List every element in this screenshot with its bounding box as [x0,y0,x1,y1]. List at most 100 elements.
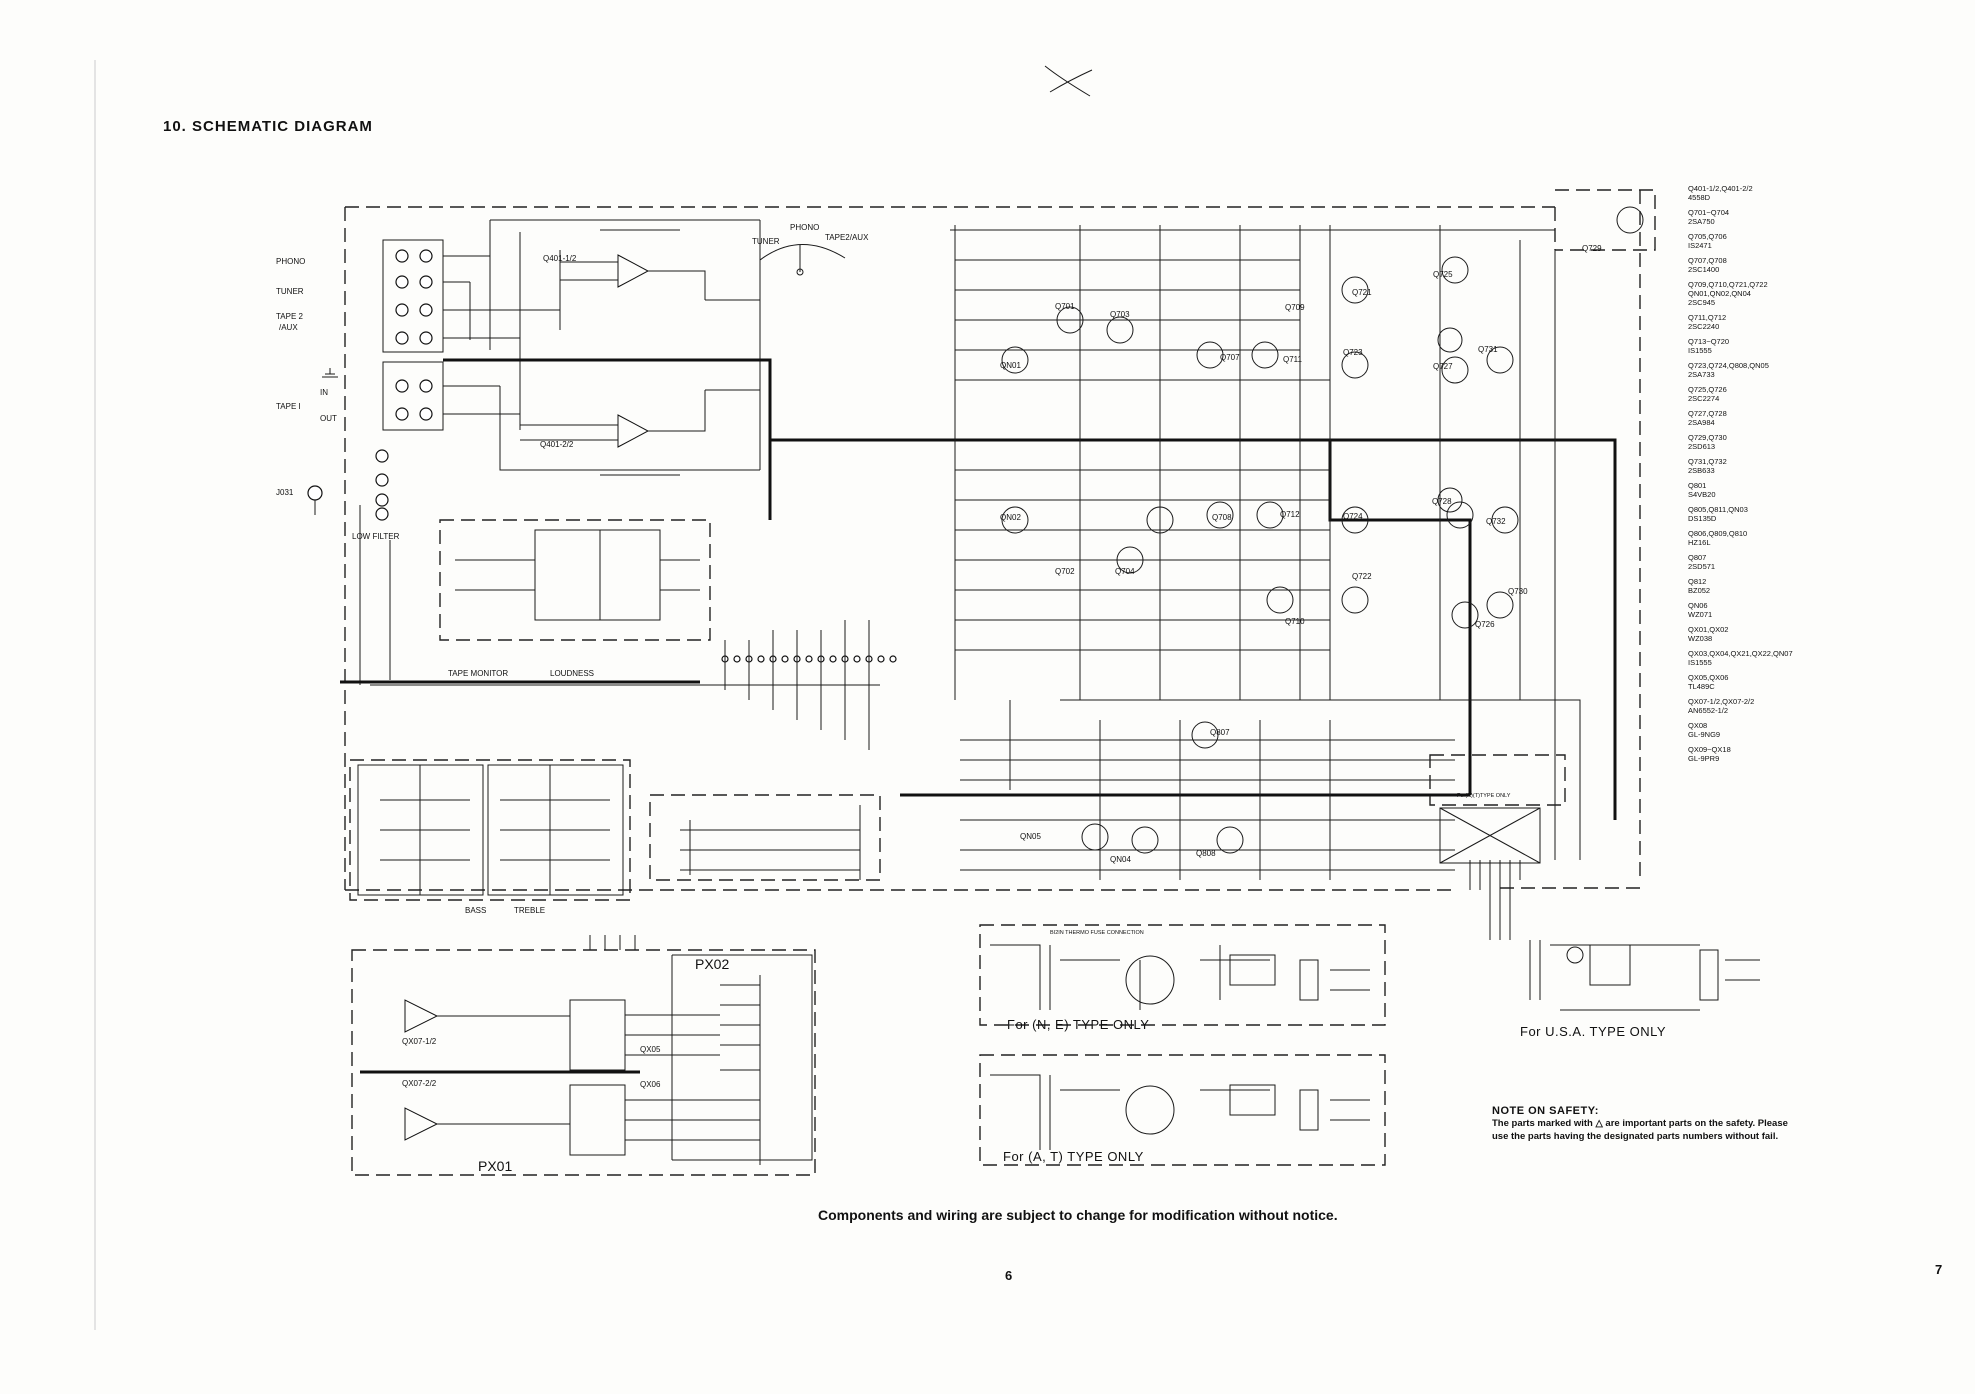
parts-list-line: 2SC945 [1688,298,1716,307]
page-title: 10. SCHEMATIC DIAGRAM [163,118,373,135]
transistor-symbols [1001,206,1644,854]
parts-list-line: Q731,Q732 [1688,457,1727,466]
transistor-label: Q729 [1582,244,1602,253]
transistor-label: Q710 [1285,617,1305,626]
transistor-label: Q807 [1210,728,1230,737]
block-label-qx07-2: QX07-2/2 [402,1079,437,1088]
jack-label-j031: J031 [276,488,294,497]
parts-list-line: WZ071 [1688,610,1713,619]
phone-pin-icon [375,449,389,463]
parts-list-line: GL-9PR9 [1688,754,1720,763]
block-label-treble: TREBLE [514,906,546,915]
transistor-label: Q707 [1220,353,1240,362]
tone-control-board [349,759,631,901]
parts-list-line: AN6552-1/2 [1688,706,1729,715]
block-label-tape-monitor: TAPE MONITOR [448,669,509,678]
safety-note-body: The parts marked with △ are important pa… [1492,1118,1788,1142]
ground-icon [322,368,338,378]
block-label-q401-1: Q401-1/2 [543,254,577,263]
parts-list-line: IS2471 [1688,241,1712,250]
transistor-label: Q724 [1343,512,1363,521]
parts-list-line: 2SD613 [1688,442,1716,451]
modification-notice: Components and wiring are subject to cha… [818,1207,1338,1223]
parts-list-line: Q723,Q724,Q808,QN05 [1688,361,1769,370]
parts-list-line: GL-9NG9 [1688,730,1721,739]
parts-list-line: Q401-1/2,Q401-2/2 [1688,184,1753,193]
transistor-label: Q728 [1432,497,1452,506]
input-label-tuner: TUNER [276,287,304,296]
transistor-label: Q726 [1475,620,1495,629]
type-label-usa: For U.S.A. TYPE ONLY [1520,1024,1667,1039]
parts-list-line: Q801 [1688,481,1707,490]
power-amp-section [950,225,1581,860]
low-filter-label: LOW FILTER [352,532,400,541]
usa-type-power-box [1489,860,1760,1011]
block-label-qx05: QX05 [640,1045,661,1054]
selector-label-phono: PHONO [790,223,820,232]
parts-list-line: QN01,QN02,QN04 [1688,289,1751,298]
input-label-out: OUT [320,414,337,423]
transistor-label: QN05 [1020,832,1041,841]
parts-list-line: 2SC2240 [1688,322,1720,331]
tape-monitor-loudness-block [359,505,880,686]
transistor-label: Q702 [1055,567,1075,576]
parts-list-line: Q707,Q708 [1688,256,1727,265]
transistor-label: Q701 [1055,302,1075,311]
parts-list-line: Q725,Q726 [1688,385,1727,394]
block-label-qx07-1: QX07-1/2 [402,1037,437,1046]
parts-list-line: HZ16L [1688,538,1711,547]
parts-list-line: BZ052 [1688,586,1711,595]
parts-list-line: Q729,Q730 [1688,433,1727,442]
parts-list-line: QX05,QX06 [1688,673,1729,682]
transistor-label: QN01 [1000,361,1021,370]
headphone-block [649,794,881,881]
phono-eq-block [469,219,761,476]
parts-list-line: QX08 [1688,721,1708,730]
transistor-label: Q732 [1486,517,1506,526]
phone-pin-icon [375,493,389,507]
parts-list-line: 2SC1400 [1688,265,1720,274]
phone-pin-icon [375,507,389,521]
connector-pin-row [721,620,897,750]
type-label-ne: For (N, E) TYPE ONLY [1007,1017,1150,1032]
board-label-px01: PX01 [478,1158,513,1174]
safety-note: NOTE ON SAFETY: The parts marked with △ … [1492,1105,1792,1143]
transistor-label: Q722 [1352,572,1372,581]
transistor-label: Q731 [1478,345,1498,354]
block-label-bass: BASS [465,906,487,915]
selector-label-tuner: TUNER [752,237,780,246]
transistor-label: Q723 [1343,348,1363,357]
parts-list-line: QN06 [1688,601,1708,610]
parts-list-line: DS135D [1688,514,1717,523]
transistor-label: Q704 [1115,567,1135,576]
at-type-power-box [979,1054,1386,1166]
transistor-label: Q727 [1433,362,1453,371]
input-jack-block [382,239,560,431]
parts-list-line: S4VB20 [1688,490,1716,499]
parts-list-line: 2SC2274 [1688,394,1720,403]
board-label-px02: PX02 [695,956,730,972]
parts-list-line: 2SA733 [1688,370,1715,379]
parts-list-line: Q807 [1688,553,1707,562]
parts-list-line: Q701~Q704 [1688,208,1730,217]
phone-pin-icon [375,473,389,487]
input-selector-switch [759,244,846,276]
